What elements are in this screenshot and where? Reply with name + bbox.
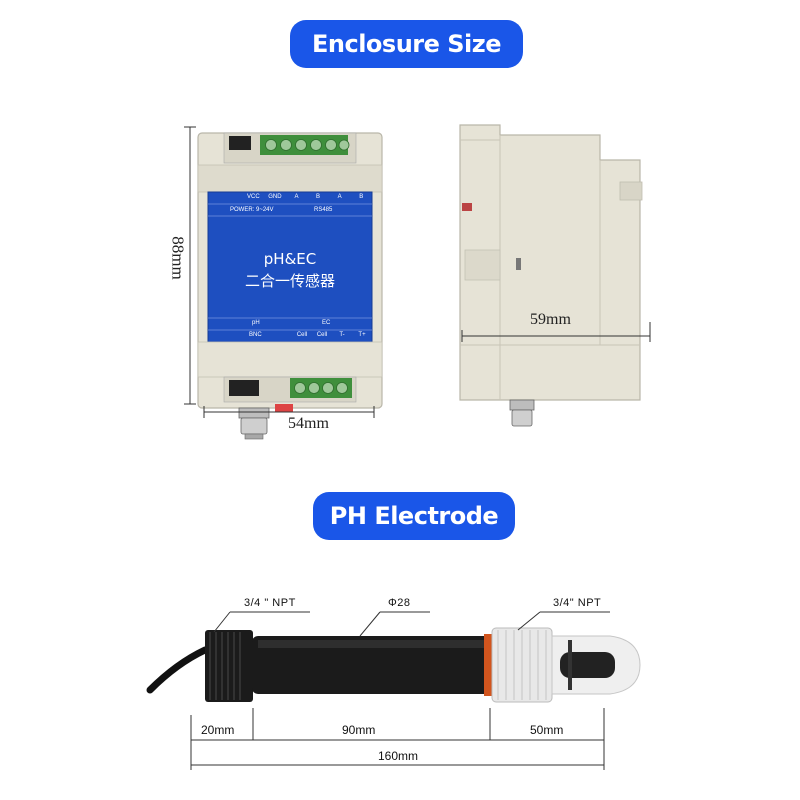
enclosure-dimension-lines <box>184 126 375 418</box>
terminal-label: B <box>316 194 321 200</box>
device-subtitle: 二合一传感器 <box>244 272 335 290</box>
terminal-label: B <box>359 194 364 200</box>
terminal-label: VCC <box>246 194 260 200</box>
segment-1-length: 20mm <box>201 723 235 737</box>
terminal-label: T- <box>339 332 345 338</box>
ec-port-label: EC <box>322 320 331 326</box>
terminal-label: GND <box>268 194 282 200</box>
depth-dimension-label: 59mm <box>530 311 571 328</box>
terminal-label: A <box>337 194 342 200</box>
rs485-label: RS485 <box>314 207 333 213</box>
top-terminal-labels: VCC GND A B A B <box>208 194 372 204</box>
ph-port-label: pH <box>252 320 260 326</box>
segment-3-length: 50mm <box>530 723 564 737</box>
left-thread-label: 3/4 " NPT <box>244 597 296 609</box>
terminal-label: Cell <box>316 332 328 338</box>
height-dimension-label: 88mm <box>168 236 188 280</box>
bnc-label: BNC <box>249 332 262 338</box>
enclosure-side-view <box>459 124 651 427</box>
enclosure-front-view <box>197 132 383 440</box>
bottom-terminal-labels: Cell Cell T- T+ <box>292 332 372 338</box>
width-dimension-label: 54mm <box>288 415 329 432</box>
enclosure-size-heading: Enclosure Size <box>290 20 523 68</box>
terminal-label: T+ <box>358 332 366 338</box>
total-length: 160mm <box>378 749 419 763</box>
segment-2-length: 90mm <box>342 723 376 737</box>
diameter-label: Φ28 <box>388 597 411 609</box>
right-thread-label: 3/4" NPT <box>553 597 602 609</box>
power-label: POWER: 9~24V <box>230 207 274 213</box>
terminal-label: Cell <box>296 332 308 338</box>
terminal-label: A <box>294 194 299 200</box>
ph-electrode-heading: PH Electrode <box>313 492 515 540</box>
device-title: pH&EC <box>263 250 317 268</box>
electrode-dimension-lines <box>190 708 605 770</box>
electrode-leader-lines <box>213 611 610 637</box>
ph-electrode <box>146 627 641 703</box>
